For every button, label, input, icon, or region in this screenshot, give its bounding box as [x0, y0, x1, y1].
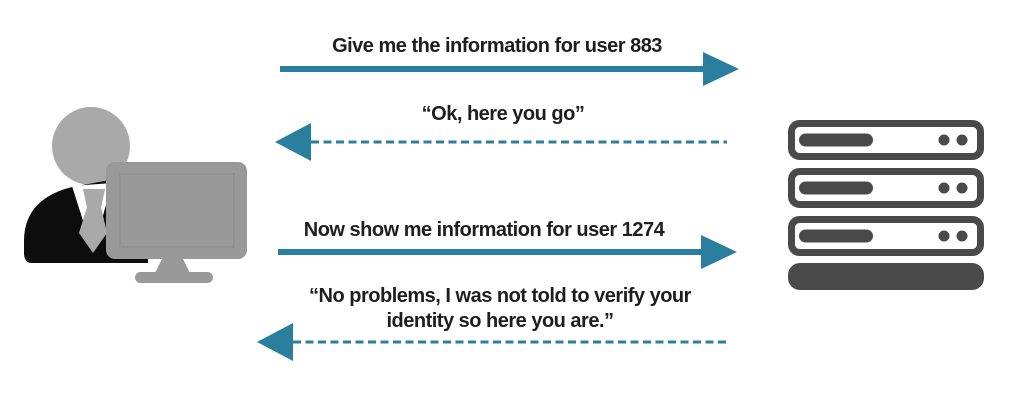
user-at-computer-icon	[24, 107, 247, 283]
message-label-2: “Ok, here you go”	[421, 103, 585, 125]
computer-monitor	[106, 162, 247, 283]
message-label-1: Give me the information for user 883	[332, 35, 662, 57]
arrowhead-left-icon	[275, 123, 311, 161]
request-arrow-2	[278, 235, 737, 269]
request-arrow-1	[280, 52, 739, 86]
message-label-3: Now show me information for user 1274	[303, 219, 665, 241]
server-unit-2	[788, 168, 984, 208]
monitor-stand-neck	[155, 259, 190, 273]
monitor-stand-base	[135, 272, 213, 283]
monitor-inner-bezel	[119, 173, 235, 248]
arrowhead-left-icon	[257, 323, 293, 361]
server-unit-details	[788, 133, 984, 290]
response-arrow-2	[257, 323, 727, 361]
server-unit-1	[788, 120, 984, 160]
arrowhead-right-icon	[703, 52, 739, 86]
server-unit-outlines	[788, 120, 984, 256]
monitor-screen	[106, 162, 247, 259]
server-unit-3	[788, 216, 984, 256]
person-tie	[79, 189, 107, 253]
server-base	[788, 263, 984, 290]
arrowhead-right-icon	[701, 235, 737, 269]
message-label-4: “No problems, I was not told to verify y…	[309, 285, 691, 332]
response-arrow-1	[275, 123, 727, 161]
server-rack-icon	[788, 120, 984, 290]
